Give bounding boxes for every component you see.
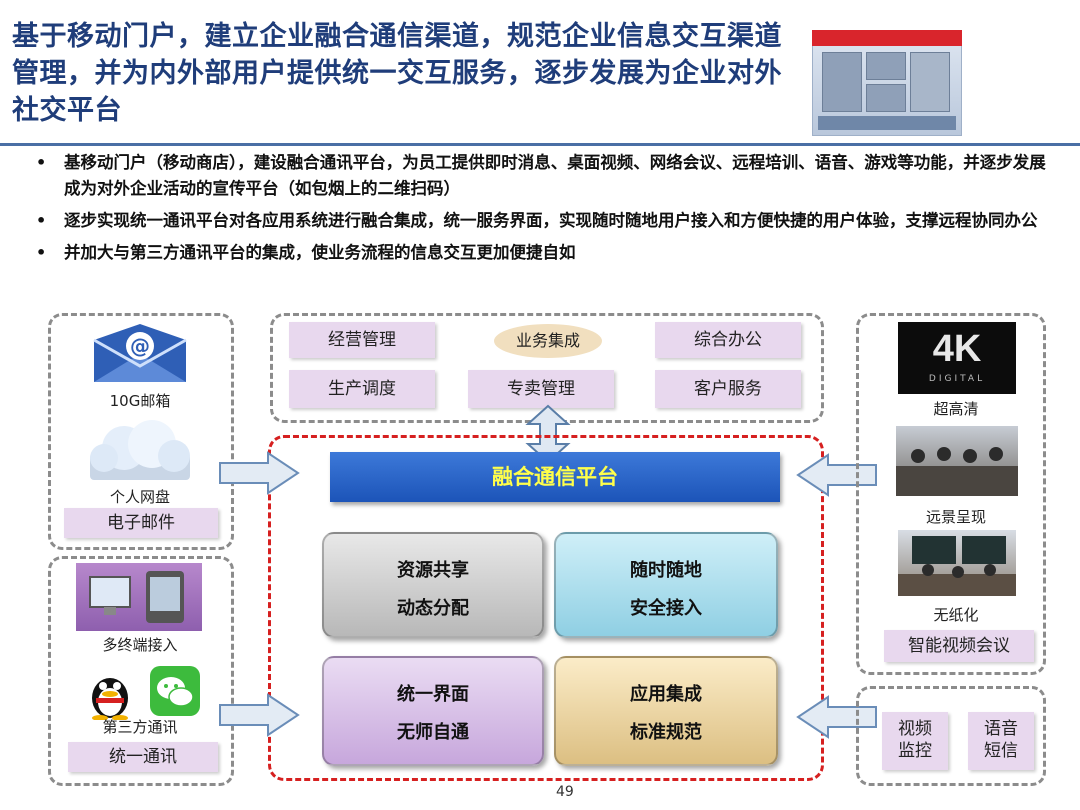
platform-tile: 随时随地 安全接入	[554, 532, 778, 638]
multi-terminal-icon	[76, 563, 202, 631]
unified-comm-label: 统一通讯	[68, 742, 218, 772]
page-number: 49	[556, 784, 574, 800]
email-label: 电子邮件	[64, 508, 218, 538]
business-item: 专卖管理	[468, 370, 614, 408]
unified-comm-group	[48, 556, 234, 786]
voice-sms-label: 语音 短信	[968, 712, 1034, 770]
business-item: 客户服务	[655, 370, 801, 408]
bullet-list: 基移动门户（移动商店），建设融合通讯平台，为员工提供即时消息、桌面视频、网络会议…	[36, 150, 1056, 272]
platform-tile: 统一界面 无师自通	[322, 656, 544, 766]
4k-icon: 4K DIGITAL	[898, 322, 1016, 394]
mail-icon: @	[84, 320, 196, 390]
business-item: 生产调度	[289, 370, 435, 408]
arrow-right-icon	[219, 451, 300, 495]
wechat-icon	[150, 666, 200, 716]
paperless-photo	[898, 530, 1016, 596]
video-conference-label: 智能视频会议	[884, 630, 1034, 662]
qq-icon	[84, 664, 136, 721]
uhd-caption: 超高清	[933, 400, 979, 418]
email-group	[48, 313, 234, 550]
paperless-caption: 无纸化	[933, 606, 979, 624]
platform-tile: 资源共享 动态分配	[322, 532, 544, 638]
telepresence-caption: 远景呈现	[925, 508, 986, 526]
business-item: 经营管理	[289, 322, 435, 358]
bullet-item: 逐步实现统一通讯平台对各应用系统进行融合集成，统一服务界面，实现随时随地用户接入…	[36, 208, 1056, 234]
header-divider	[0, 143, 1080, 146]
svg-text:@: @	[130, 334, 150, 358]
bullet-item: 基移动门户（移动商店），建设融合通讯平台，为员工提供即时消息、桌面视频、网络会议…	[36, 150, 1056, 202]
platform-tile: 应用集成 标准规范	[554, 656, 778, 766]
mail-caption: 10G邮箱	[109, 392, 171, 410]
business-item-highlight: 业务集成	[494, 324, 602, 358]
video-monitoring-label: 视频 监控	[882, 712, 948, 770]
telepresence-photo	[896, 426, 1018, 496]
platform-title: 融合通信平台	[330, 452, 780, 502]
video-conference-group	[856, 313, 1046, 675]
cloud-disk-icon	[80, 418, 200, 484]
monitoring-group	[856, 686, 1046, 786]
page-title: 基于移动门户，建立企业融合通信渠道，规范企业信息交互渠道管理，并为内外部用户提供…	[12, 21, 782, 126]
bullet-item: 并加大与第三方通讯平台的集成，使业务流程的信息交互更加便捷自如	[36, 240, 1056, 266]
terminal-caption: 多终端接入	[102, 636, 178, 654]
business-item: 综合办公	[655, 322, 801, 358]
platform-group	[268, 435, 824, 781]
disk-caption: 个人网盘	[109, 488, 170, 506]
arrow-right-icon	[219, 693, 300, 737]
thirdparty-caption: 第三方通讯	[102, 718, 178, 736]
platform-thumbnail	[812, 30, 962, 136]
